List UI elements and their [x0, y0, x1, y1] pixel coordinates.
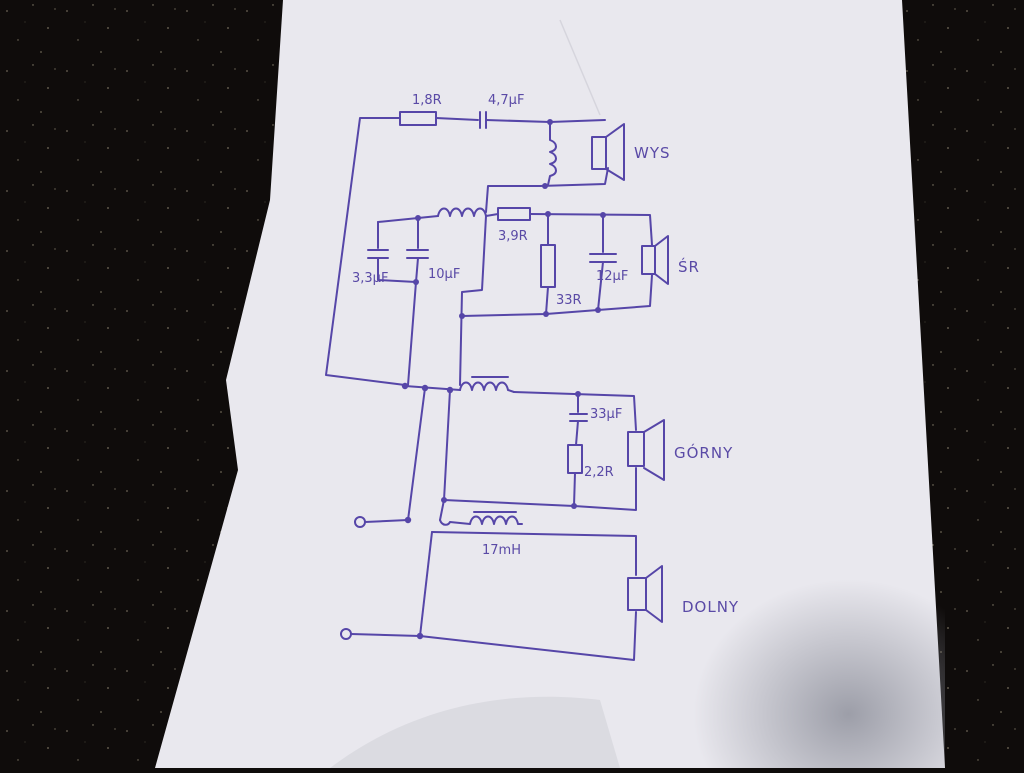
label-mid: ŚR	[678, 257, 700, 276]
speaker-icon	[591, 136, 607, 170]
junction-dot	[404, 516, 412, 524]
label-r-upper: 2,2R	[584, 465, 614, 480]
label-l-woofer: 17mH	[482, 543, 521, 558]
wire-lower-left	[419, 531, 433, 637]
junction-dot	[543, 311, 549, 317]
wire	[573, 472, 576, 507]
label-lower-woofer: DOLNY	[682, 598, 739, 616]
wire-caps-down	[407, 281, 417, 386]
junction-dot	[595, 307, 601, 313]
speaker-icon	[627, 577, 647, 611]
label-r-tweeter: 1,8R	[412, 93, 442, 108]
capacitor-icon	[589, 214, 617, 311]
junction-dot	[413, 279, 419, 285]
wire-left-rail	[325, 117, 406, 386]
wire-bus-down-right	[439, 389, 451, 521]
wire-tweeter-to-mid	[485, 185, 541, 213]
shadow-lower	[330, 696, 620, 768]
wire-upper-bottom	[443, 467, 637, 511]
hand-shadow	[600, 468, 945, 768]
wire-tweeter-return	[539, 167, 609, 187]
wire-mid-down	[459, 215, 487, 386]
junction-dot	[547, 119, 553, 125]
circuit-schematic: 1,8R 4,7μF WYS 3,3μF 10μF 3,9R 33R 12μF …	[325, 93, 739, 661]
paper-fold	[559, 19, 601, 116]
speaker-cone	[605, 123, 625, 181]
label-c-tweeter: 4,7μF	[488, 93, 524, 108]
junction-dot	[542, 183, 548, 189]
inductor-icon	[439, 515, 523, 526]
inductor-icon	[459, 381, 515, 393]
label-c-mid-b: 10μF	[428, 267, 460, 282]
label-r-series-mid: 3,9R	[498, 229, 528, 244]
speaker-cone	[645, 565, 663, 623]
wire-r-to-c	[435, 117, 479, 121]
junction-dot	[459, 313, 465, 319]
inductor-icon	[547, 121, 557, 186]
wire-bus-down-left	[407, 387, 426, 521]
wire-lower-bottom	[419, 611, 637, 661]
wire-mid-top	[377, 215, 439, 223]
speaker-cone	[654, 235, 669, 285]
speaker-icon	[627, 431, 645, 467]
capacitor-icon	[406, 217, 429, 283]
label-r-mid-shunt: 33R	[556, 293, 582, 308]
label-upper-woofer: GÓRNY	[674, 443, 733, 462]
label-c-mid-shunt: 12μF	[596, 269, 628, 284]
wire	[485, 213, 499, 217]
wire	[545, 286, 549, 315]
wire-upper-top	[513, 391, 637, 431]
inductor-icon	[437, 207, 487, 217]
speaker-cone	[643, 419, 665, 481]
wire-lower-top	[431, 531, 637, 576]
capacitor-icon	[569, 393, 588, 446]
label-tweeter: WYS	[634, 144, 671, 162]
label-c-upper: 33μF	[590, 407, 622, 422]
speaker-icon	[641, 245, 656, 275]
capacitor-icon	[367, 221, 417, 283]
label-c-mid-a: 3,3μF	[352, 271, 388, 286]
wire-input-minus	[350, 633, 421, 637]
wire-input-plus	[364, 519, 409, 523]
wire-mid-right	[529, 213, 653, 246]
junction-dot	[401, 382, 409, 390]
